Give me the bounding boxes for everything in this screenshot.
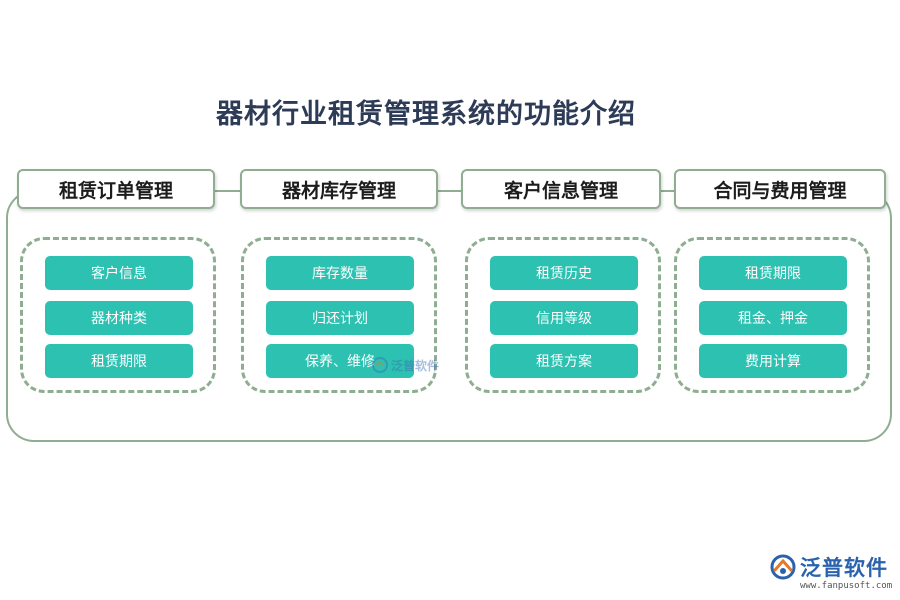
watermark: 泛普软件 bbox=[372, 354, 452, 376]
module-header-customer: 客户信息管理 bbox=[461, 169, 661, 209]
feature-item: 信用等级 bbox=[490, 301, 638, 335]
feature-item: 租赁期限 bbox=[45, 344, 193, 378]
feature-item: 租赁期限 bbox=[699, 256, 847, 290]
feature-item: 租赁方案 bbox=[490, 344, 638, 378]
watermark-text: 泛普软件 bbox=[391, 358, 440, 373]
feature-item: 器材种类 bbox=[45, 301, 193, 335]
module-group-contract: 租赁期限 租金、押金 费用计算 bbox=[674, 237, 870, 393]
module-group-inventory: 库存数量 归还计划 保养、维修 bbox=[241, 237, 437, 393]
brand-mark-icon bbox=[372, 357, 388, 373]
module-header-inventory: 器材库存管理 bbox=[240, 169, 438, 209]
module-group-customer: 租赁历史 信用等级 租赁方案 bbox=[465, 237, 661, 393]
page-title: 器材行业租赁管理系统的功能介绍 bbox=[216, 99, 636, 130]
feature-item: 租金、押金 bbox=[699, 301, 847, 335]
feature-item: 库存数量 bbox=[266, 256, 414, 290]
feature-item: 归还计划 bbox=[266, 301, 414, 335]
feature-item: 客户信息 bbox=[45, 256, 193, 290]
brand-url: www.fanpusoft.com bbox=[800, 581, 893, 591]
module-header-contract: 合同与费用管理 bbox=[674, 169, 886, 209]
brand-mark-icon bbox=[770, 554, 796, 580]
brand-logo: 泛普软件 www.fanpusoft.com bbox=[770, 552, 894, 596]
feature-item: 费用计算 bbox=[699, 344, 847, 378]
feature-item: 保养、维修 bbox=[266, 344, 414, 378]
brand-name: 泛普软件 bbox=[800, 556, 888, 580]
module-group-order: 客户信息 器材种类 租赁期限 bbox=[20, 237, 216, 393]
feature-item: 租赁历史 bbox=[490, 256, 638, 290]
module-header-order: 租赁订单管理 bbox=[17, 169, 215, 209]
